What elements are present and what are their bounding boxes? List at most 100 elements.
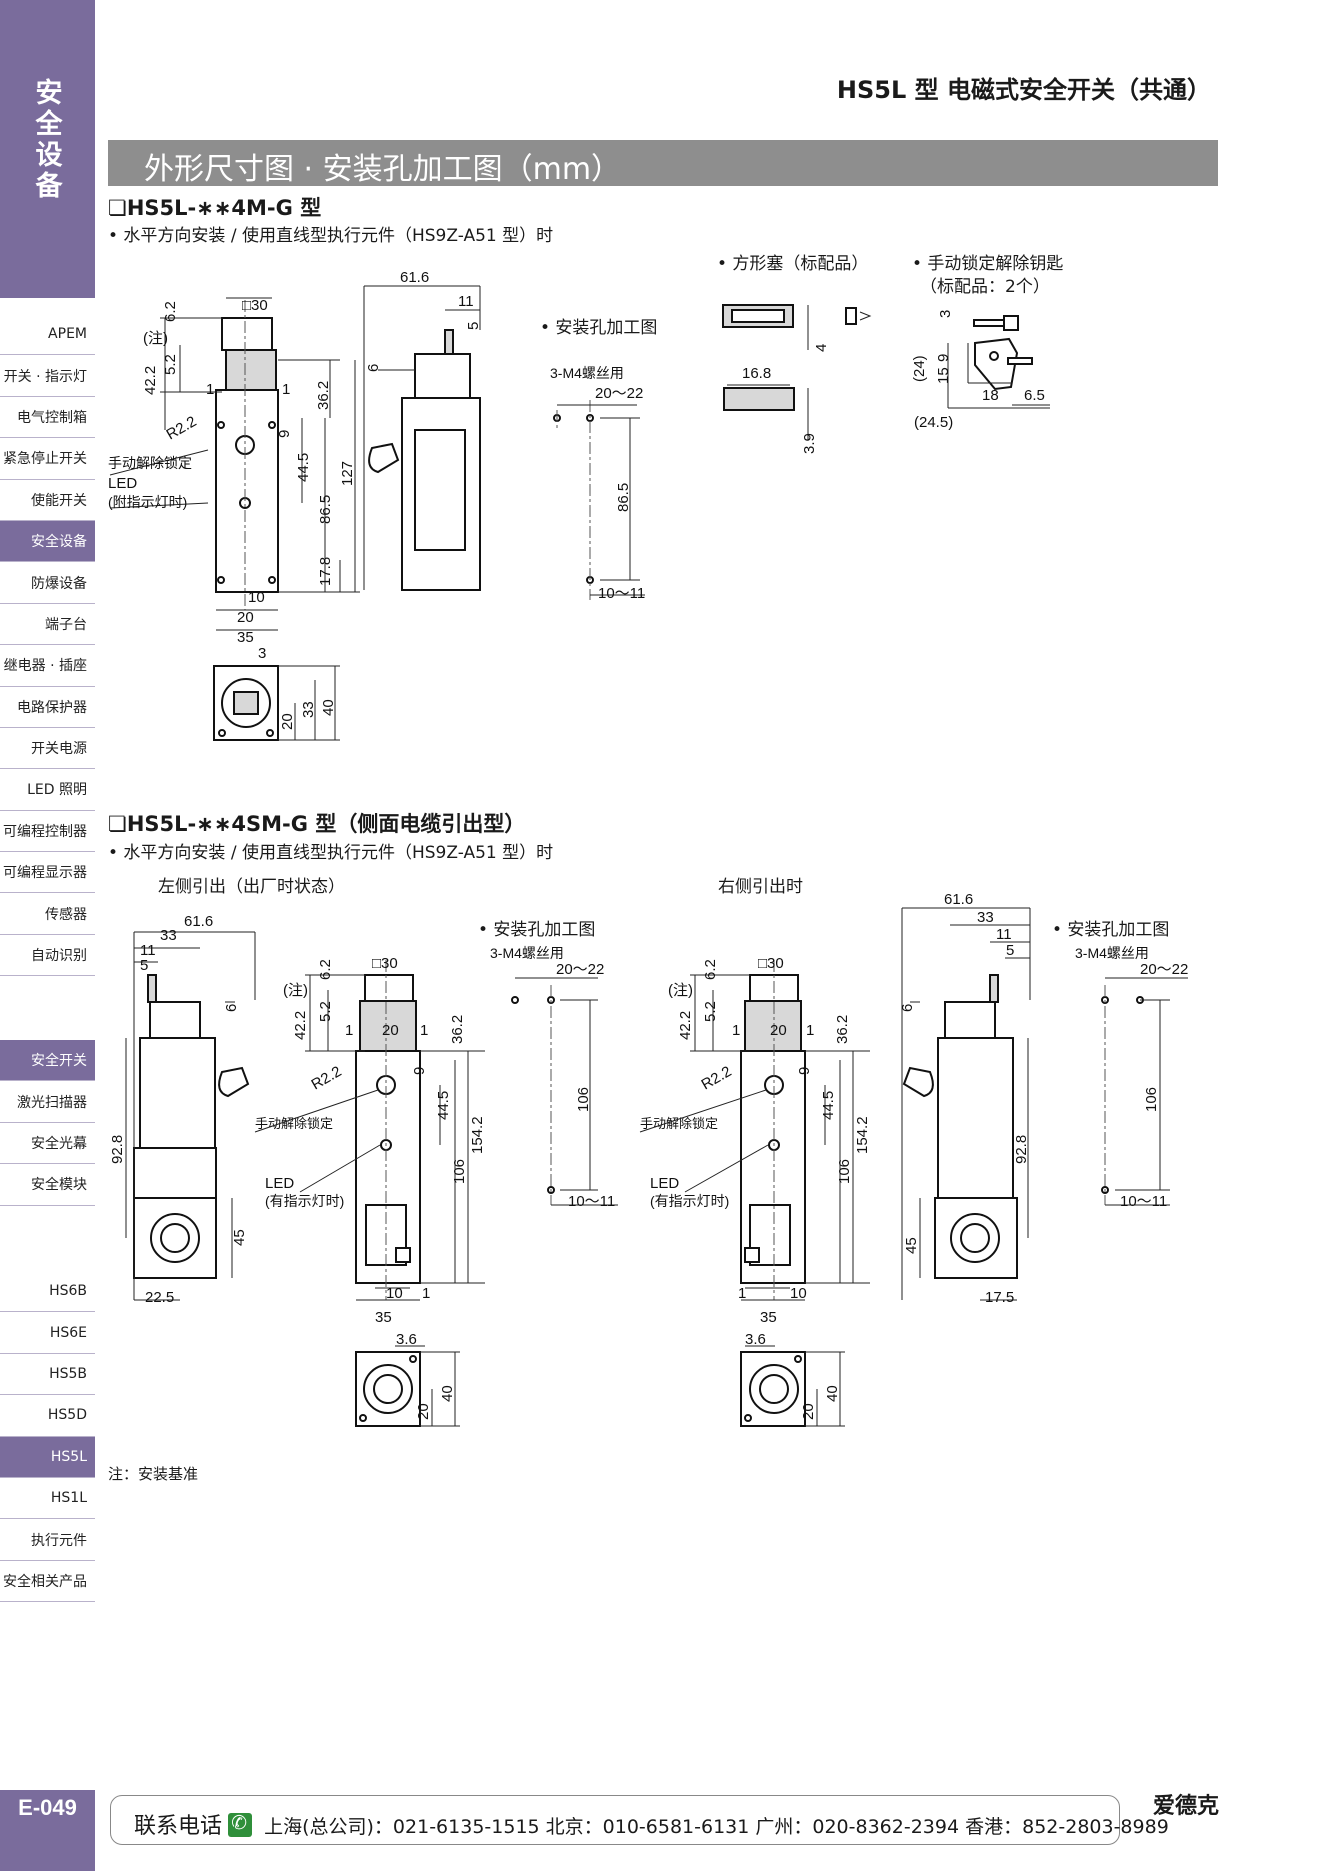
p2r-1b: 1 [806,1022,814,1039]
sidebar-item[interactable]: 开关 · 指示灯 [0,355,95,397]
p2r-61-6: 61.6 [944,891,973,908]
key-3: 3 [937,310,954,318]
p2r-manual-release: 手动解除锁定 [640,1116,718,1131]
p2l-154-2: 154.2 [469,1116,486,1154]
p2l-42-2: 42.2 [292,1011,309,1040]
sidebar-item[interactable]: HS6E [0,1312,95,1354]
sidebar-item[interactable]: 执行元件 [0,1519,95,1561]
sidebar-item[interactable]: LED 照明 [0,769,95,811]
sidebar-item[interactable]: 电气控制箱 [0,397,95,439]
dim-44-5: 44.5 [295,453,312,482]
p2r-led-note: (有指示灯时) [650,1193,729,1209]
part2-mount-label-right: • 安装孔加工图 [1052,920,1170,940]
sidebar-item[interactable]: 安全光幕 [0,1123,95,1165]
p2r-92-8: 92.8 [1013,1135,1030,1164]
dim-127: 127 [339,461,356,486]
p2r-20: 20 [770,1022,787,1039]
p2r-106: 106 [836,1159,853,1184]
p2l-20b: 20 [415,1403,432,1420]
contact-lead: 联系电话 [134,1814,223,1839]
part2-right-mounting-hole: 3-M4螺丝用 20〜22 106 10〜11 [1075,945,1188,1210]
square-plug-drawing: 16.8 4 3.9 [722,304,872,454]
sidebar-item[interactable]: 可编程控制器 [0,811,95,853]
sidebar-item[interactable]: 开关电源 [0,728,95,770]
part2-right-bottom-view: 3.6 20 40 [740,1331,845,1427]
sidebar-nav-top: APEM 开关 · 指示灯 电气控制箱 紧急停止开关 使能开关 安全设备 防爆设… [0,314,95,977]
sidebar-item[interactable]: 可编程显示器 [0,852,95,894]
sidebar-item[interactable]: 使能开关 [0,480,95,521]
sidebar-item-active[interactable]: 安全设备 [0,520,95,563]
sidebar-item[interactable]: 激光扫描器 [0,1081,95,1123]
sidebar-item[interactable]: APEM [0,314,95,356]
p2l-6: 6 [223,1004,240,1012]
part1-labels: (注) 手动解除锁定 LED (附指示灯时) [108,330,192,510]
dim-1b: 1 [282,381,290,398]
sidebar-item[interactable]: HS1L [0,1478,95,1520]
manual-release-key-drawing: 3 (24) 15 9 18 6.5 (24.5) [911,310,1050,431]
sidebar-item[interactable]: HS6B [0,1271,95,1313]
sidebar-item[interactable]: HS5D [0,1395,95,1437]
p2r-note-mark: (注) [668,982,693,999]
p2l-22-5: 22.5 [145,1289,174,1306]
key-15: 15 [935,367,952,384]
p2r-17-5: 17.5 [985,1289,1014,1306]
sidebar-item-active[interactable]: 安全开关 [0,1040,95,1082]
part2-right-front-view: □30 6.2 5.2 42.2 1 20 1 36.2 R2.2 9 44.5… [677,955,871,1326]
part2-model: ❏HS5L-∗∗4SM-G 型（侧面电缆引出型） [108,812,526,836]
p2r-1a: 1 [732,1022,740,1039]
p2r-mount-10-11: 10〜11 [1120,1193,1167,1210]
p2r-45: 45 [903,1237,920,1254]
dim-5-2: 5.2 [162,354,179,375]
key-24: (24) [911,355,928,382]
sidebar-item[interactable]: 自动识别 [0,935,95,977]
part2-left-mounting-hole: 3-M4螺丝用 20〜22 106 10〜11 [490,945,618,1210]
part2-left-front-view: □30 6.2 5.2 42.2 1 20 1 36.2 R2.2 9 44.5… [292,955,486,1326]
sidebar-item[interactable]: HS5B [0,1354,95,1396]
dim-6-2: 6.2 [162,301,179,322]
p2r-40: 40 [824,1385,841,1402]
p2r-11: 11 [996,926,1012,943]
sidebar-item-active[interactable]: HS5L [0,1436,95,1478]
key-24-5: (24.5) [914,414,953,431]
p2r-mount-106: 106 [1143,1087,1160,1112]
left-exit-title: 左侧引出（出厂时状态） [158,877,345,897]
p2l-manual-release: 手动解除锁定 [255,1116,333,1131]
contact-box [110,1795,1120,1845]
plug-3-9: 3.9 [801,433,818,454]
dim-3: 3 [258,645,266,662]
page-title: HS5L 型 电磁式安全开关（共通） [836,76,1211,104]
p2r-36-2: 36.2 [834,1015,851,1044]
sidebar-item[interactable]: 电路保护器 [0,687,95,728]
sidebar-item[interactable]: 继电器 · 插座 [0,645,95,687]
p2l-20: 20 [382,1022,399,1039]
sidebar-item[interactable]: 安全模块 [0,1164,95,1206]
mounting-reference-note: 注：安装基准 [108,1465,199,1483]
sidebar-item[interactable]: 紧急停止开关 [0,438,95,480]
p2r-sq30: □30 [758,955,784,972]
part1-led: LED [108,475,137,492]
dim-20: 20 [237,609,254,626]
part1-mount-label: • 安装孔加工图 [540,318,658,338]
sidebar-item[interactable]: 传感器 [0,893,95,935]
sidebar-item[interactable]: 防爆设备 [0,562,95,604]
p2l-led: LED [265,1175,294,1192]
mount-20-22: 20〜22 [595,385,643,402]
dim-36-2: 36.2 [315,381,332,410]
dim-6: 6 [365,364,382,372]
p2r-led: LED [650,1175,679,1192]
part1-manual-release: 手动解除锁定 [108,455,192,471]
p2l-screw-label: 3-M4螺丝用 [490,945,564,961]
dim-5: 5 [465,322,482,330]
p2r-6-2: 6.2 [702,959,719,980]
p2l-36-2: 36.2 [449,1015,466,1044]
sidebar-item[interactable]: 端子台 [0,604,95,646]
dim-17-8: 17.8 [317,557,334,586]
sidebar-nav-bottom: HS6B HS6E HS5B HS5D HS5L HS1L 执行元件 安全相关产… [0,1271,95,1603]
part2-left-labels: (注) 手动解除锁定 LED (有指示灯时) [254,982,381,1209]
sidebar-item[interactable]: 安全相关产品 [0,1561,95,1603]
p2l-1b: 1 [420,1022,428,1039]
page-number: E-049 [18,1795,77,1820]
part1-front-view: □30 6.2 5.2 42.2 1 1 R2.2 36.2 9 44.5 86… [109,297,360,646]
phone-icon [228,1812,253,1837]
p2r-42-2: 42.2 [677,1011,694,1040]
